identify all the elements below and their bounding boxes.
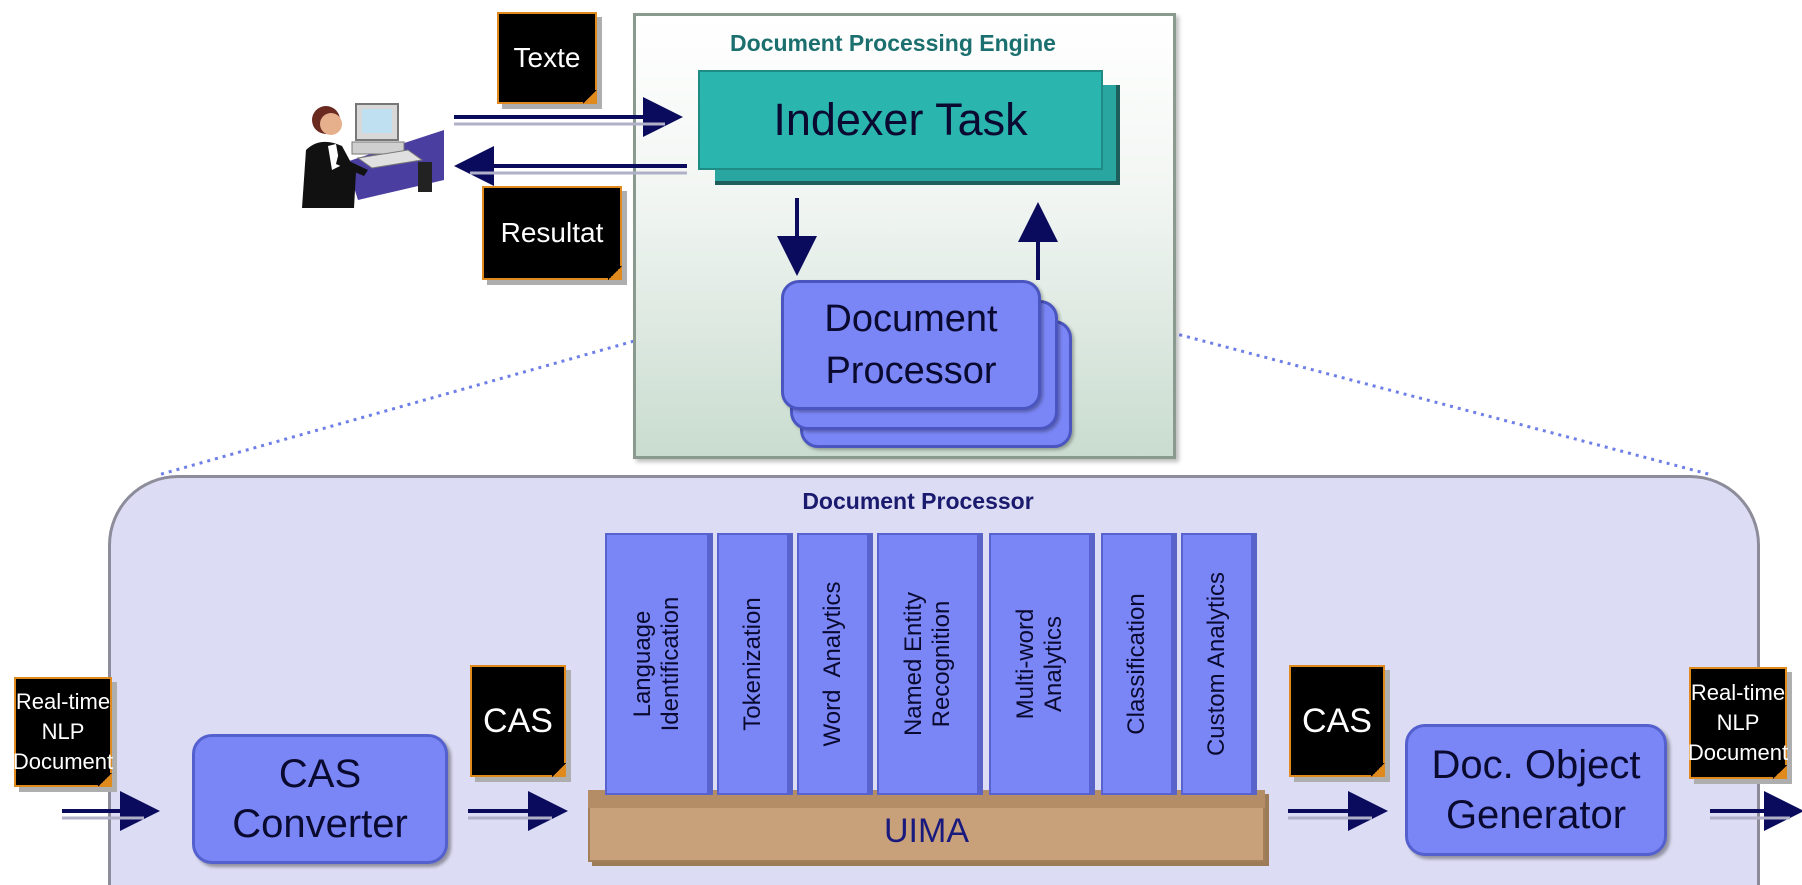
input-doc-line3: Document: [12, 749, 114, 774]
input-doc-line2: NLP: [41, 719, 85, 744]
user-at-computer-icon: [302, 103, 444, 208]
cas-right-note: CAS: [1289, 665, 1385, 777]
module-custom-analytics: Custom Analytics: [1181, 533, 1253, 795]
cas-converter-line1: CAS: [278, 752, 362, 796]
resultat-label: Resultat: [500, 217, 604, 248]
dp-line1: Document: [824, 298, 998, 340]
arrow-input-to-converter: [62, 791, 160, 831]
doc-object-generator: Doc. Object Generator: [1405, 724, 1667, 856]
arrow-uima-to-generator: [1288, 791, 1388, 831]
resultat-note: Resultat: [482, 186, 622, 280]
cas-converter-line2: Converter: [232, 802, 408, 846]
engine-title: Document Processing Engine: [730, 30, 1056, 56]
panel-title: Document Processor: [802, 488, 1034, 514]
dp-line2: Processor: [825, 350, 997, 392]
output-doc-line3: Document: [1687, 740, 1789, 765]
module-classification: Classification: [1101, 533, 1173, 795]
cas-left-label: CAS: [483, 701, 553, 740]
texte-note: Texte: [497, 12, 597, 104]
module-word-analytics: Word Analytics: [797, 533, 869, 795]
output-document-note: Real-time NLP Document: [1687, 667, 1789, 779]
cas-left-note: CAS: [470, 665, 566, 777]
input-document-note: Real-time NLP Document: [12, 677, 114, 787]
output-doc-line2: NLP: [1716, 710, 1760, 735]
cas-converter: CAS Converter: [192, 734, 448, 864]
cas-right-label: CAS: [1302, 701, 1372, 740]
output-doc-line1: Real-time: [1690, 680, 1786, 705]
module-tokenization: Tokenization: [717, 533, 789, 795]
doc-object-generator-line1: Doc. Object: [1431, 743, 1641, 787]
input-doc-line1: Real-time: [15, 689, 111, 714]
indexer-task: Indexer Task: [698, 70, 1103, 170]
document-processor-node: Document Processor: [781, 280, 1041, 410]
arrow-generator-to-output: [1710, 791, 1802, 831]
uima-label: UIMA: [884, 812, 969, 850]
doc-object-generator-line2: Generator: [1445, 793, 1627, 837]
arrow-converter-to-cas: [468, 791, 568, 831]
texte-label: Texte: [513, 42, 581, 73]
